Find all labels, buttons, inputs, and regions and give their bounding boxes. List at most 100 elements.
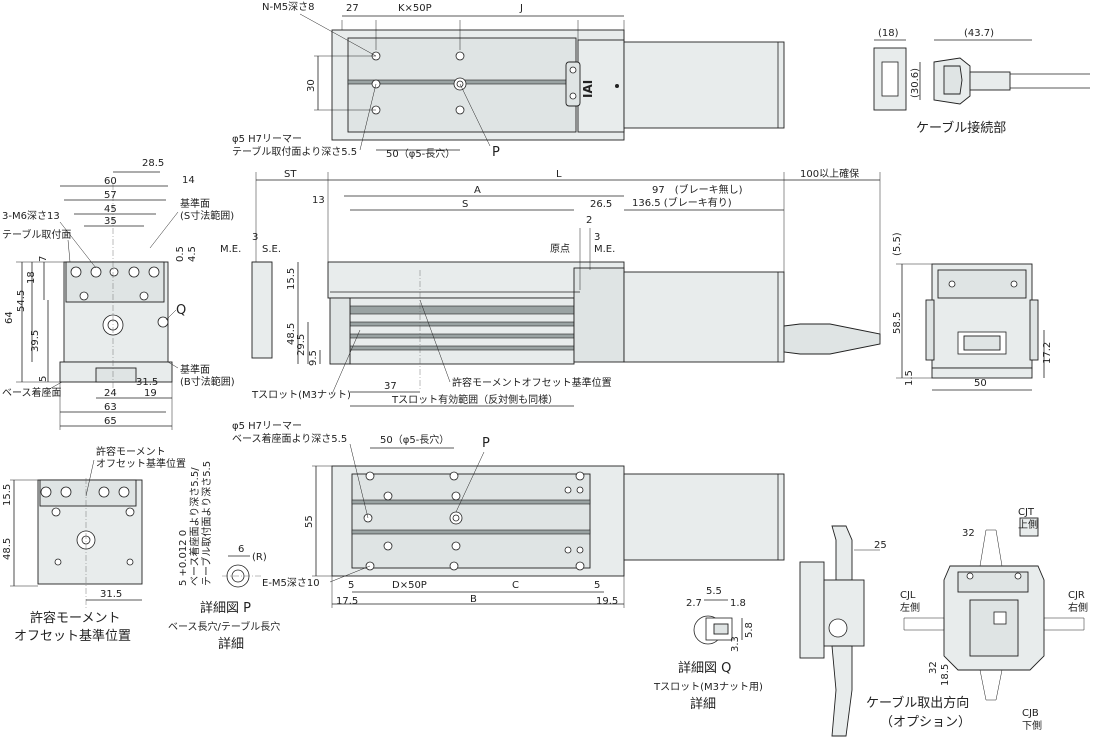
end-dim-54-5: 54.5 — [16, 290, 27, 312]
cable-dir-cjb: CJB — [1022, 708, 1039, 719]
detail-p: 5 +0.012 0 ベース着座面より深さ5.5/ テーブル取付面より深さ5.5… — [168, 461, 280, 652]
detail-q-dim-2-7: 2.7 — [686, 598, 702, 609]
top-dim-j: J — [519, 3, 523, 14]
bottom-dim-55: 55 — [304, 515, 315, 528]
moment-dim-31-5: 31.5 — [100, 589, 122, 600]
cable-dir-cjr: CJR — [1068, 590, 1085, 601]
top-dim-k50p: K×50P — [398, 3, 432, 14]
side-se: S.E. — [262, 244, 281, 255]
moment-label-2: オフセット基準位置 — [96, 457, 186, 470]
end-view-left: 60 57 45 35 28.5 14 基準面 (S寸法範囲) 3-M6深さ13… — [2, 158, 235, 430]
end-dim-5: 5 — [38, 376, 49, 382]
end-ref-s-range: (S寸法範囲) — [180, 209, 234, 222]
side-tslot-range-label: Tスロット有効範囲（反対側も同様） — [391, 393, 558, 406]
end-base-surface: ベース着座面 — [2, 386, 62, 399]
cable-dir-dim-25: 25 — [874, 540, 887, 551]
rend-dim-5-5: (5.5) — [892, 232, 903, 256]
end-dim-14: 14 — [182, 175, 195, 186]
side-dim-3-left: 3 — [252, 232, 258, 243]
detail-q-dim-5-8: 5.8 — [744, 622, 755, 638]
moment-view: 許容モーメント オフセット基準位置 15.5 48.5 31.5 許容モーメント… — [2, 445, 186, 644]
side-origin: 原点 — [550, 243, 570, 255]
bottom-dim-c: C — [512, 580, 519, 591]
side-dim-15-5: 15.5 — [286, 268, 297, 290]
side-dim-136-5: 136.5 (ブレーキ有り) — [632, 196, 732, 209]
cable-dir-dim-32-top: 32 — [962, 528, 975, 539]
end-ref-surface-b: 基準面 — [180, 363, 210, 376]
end-dim-64: 64 — [4, 311, 15, 324]
side-dim-a: A — [474, 185, 481, 196]
end-table-surface: テーブル取付面 — [2, 228, 71, 241]
side-dim-s: S — [462, 199, 468, 210]
end-dim-57: 57 — [104, 190, 117, 201]
side-dim-2: 2 — [586, 215, 592, 226]
moment-dim-15-5: 15.5 — [2, 484, 13, 506]
cable-dir-top-side: 上側 — [1018, 518, 1038, 531]
detail-p-caption-3: 詳細 — [218, 636, 244, 652]
cable-dir-caption-2: （オプション） — [880, 715, 971, 730]
cable-dir-right-side: 右側 — [1068, 601, 1088, 614]
detail-q-caption-2: Tスロット(M3ナット用) — [653, 681, 763, 693]
detail-p-caption-1: 詳細図 P — [200, 600, 251, 616]
detail-p-r: (R) — [252, 552, 267, 563]
bottom-dim-19-5: 19.5 — [596, 596, 618, 607]
bottom-reamer-depth: ベース着座面より深さ5.5 — [232, 432, 347, 445]
side-dim-100-min: 100以上確保 — [800, 167, 859, 180]
detail-q-caption-3: 詳細 — [690, 696, 716, 712]
side-dim-26-5: 26.5 — [590, 199, 612, 210]
side-dim-13: 13 — [312, 195, 325, 206]
side-dim-3-right: 3 — [594, 232, 600, 243]
end-dim-4-5: 4.5 — [187, 246, 198, 262]
bottom-dim-5-left: 5 — [348, 580, 354, 591]
moment-dim-48-5: 48.5 — [2, 538, 13, 560]
top-dim-27: 27 — [346, 3, 359, 14]
detail-q: 5.5 2.7 1.8 5.8 3.3 詳細図 Q Tスロット(M3ナット用) … — [653, 586, 763, 712]
detail-q-dim-3-3: 3.3 — [730, 636, 741, 652]
cable-connection: (18) (43.7) (30.6) ケーブル接続部 — [873, 28, 1090, 136]
side-dim-29-5: 29.5 — [296, 334, 307, 356]
cable-dir-cjl: CJL — [900, 590, 916, 601]
side-dim-37: 37 — [384, 381, 397, 392]
side-tslot-label: Tスロット(M3ナット) — [251, 389, 351, 401]
end-dim-63: 63 — [104, 402, 117, 413]
detail-p-depth-table: テーブル取付面より深さ5.5 — [200, 461, 213, 586]
end-dim-35: 35 — [104, 216, 117, 227]
top-dim-30: 30 — [306, 79, 317, 92]
cable-dir-left-side: 左側 — [900, 601, 920, 614]
bottom-detail-p: P — [482, 436, 490, 451]
top-dim-50-slot: 50（φ5-長穴） — [386, 147, 455, 160]
detail-p-depth-base: ベース着座面より深さ5.5/ — [188, 467, 201, 586]
cable-dim-18: (18) — [878, 28, 899, 39]
iai-logo: IAI — [581, 80, 595, 98]
detail-q-dim-1-8: 1.8 — [730, 598, 746, 609]
top-reamer-label: φ5 H7リーマー — [232, 134, 302, 145]
end-dim-7: 7 — [38, 256, 49, 262]
detail-p-dim-tol: 5 +0.012 0 — [178, 530, 189, 586]
side-dim-48-5: 48.5 — [286, 323, 297, 345]
bottom-em5-label: E-M5深さ10 — [262, 577, 320, 589]
top-view: IAI N-M5深さ8 27 K×50P J 30 φ5 H7リーマー テーブル… — [232, 1, 785, 160]
moment-caption-2: オフセット基準位置 — [14, 628, 131, 644]
end-dim-45: 45 — [104, 204, 117, 215]
cable-direction: 25 32 CJT 上側 CJL 左側 CJR 右側 32 18.5 CJB 下… — [799, 507, 1088, 737]
end-dim-39-5: 39.5 — [30, 330, 41, 352]
top-reamer-depth: テーブル取付面より深さ5.5 — [232, 145, 357, 158]
moment-caption-1: 許容モーメント — [30, 610, 120, 626]
cable-connection-caption: ケーブル接続部 — [916, 120, 1006, 136]
end-dim-0-5: 0.5 — [175, 246, 186, 262]
rend-dim-50: 50 — [974, 378, 987, 389]
side-me-right: M.E. — [594, 244, 615, 255]
bottom-dim-17-5: 17.5 — [336, 596, 358, 607]
detail-q-dim-5-5: 5.5 — [706, 586, 722, 597]
bottom-dim-50-slot: 50（φ5-長穴） — [380, 433, 449, 446]
cable-dim-30-6: (30.6) — [910, 68, 921, 98]
top-dim-nm5: N-M5深さ8 — [262, 1, 314, 13]
top-detail-p: P — [492, 145, 500, 160]
end-dim-60: 60 — [104, 176, 117, 187]
side-moment-offset-label: 許容モーメントオフセット基準位置 — [452, 376, 612, 389]
detail-q-caption-1: 詳細図 Q — [678, 660, 731, 676]
end-dim-24: 24 — [104, 388, 117, 399]
cable-dir-dim-18-5: 18.5 — [940, 664, 951, 686]
